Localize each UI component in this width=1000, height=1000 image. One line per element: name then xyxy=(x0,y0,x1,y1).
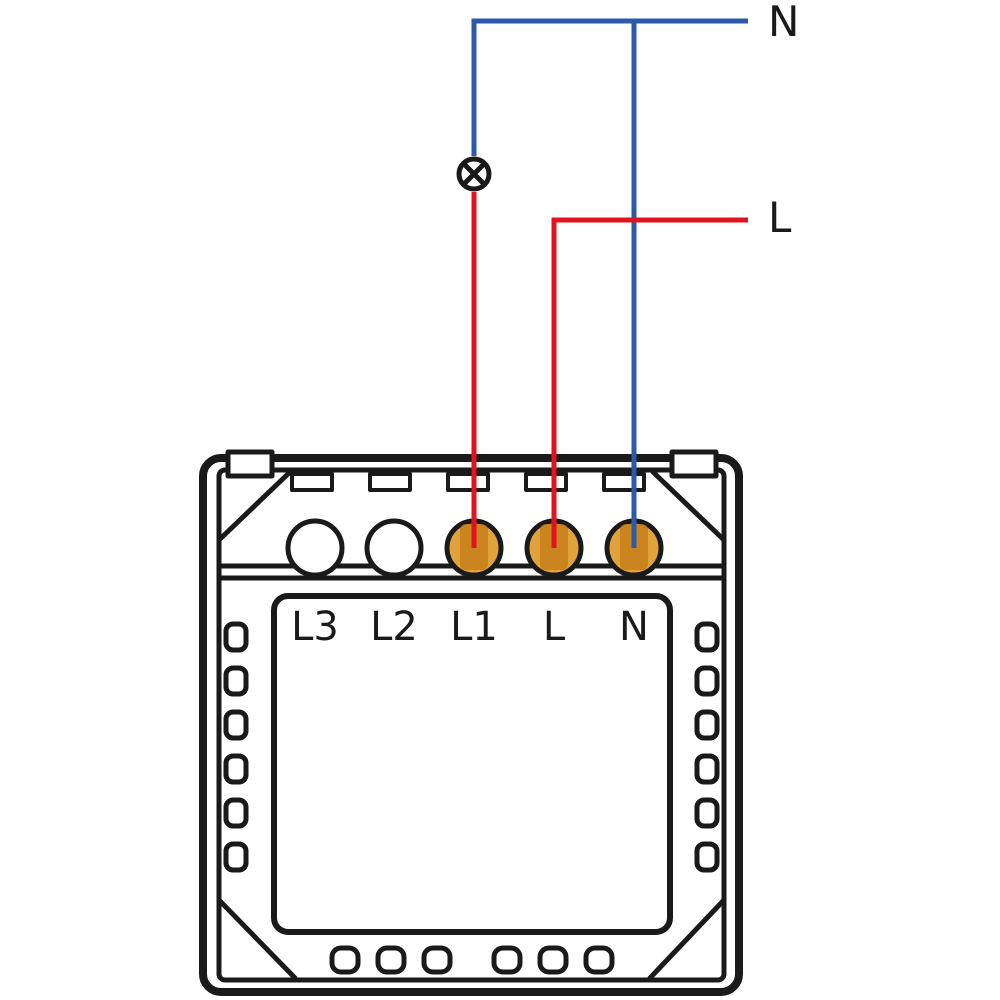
label-window xyxy=(271,593,673,935)
top-slot xyxy=(446,472,490,492)
terminal-label-n: N xyxy=(619,604,649,650)
live-wire-supply xyxy=(551,217,748,548)
terminal-l3 xyxy=(285,518,345,578)
side-bumps-left xyxy=(223,621,249,873)
terminal-label-l2: L2 xyxy=(370,604,418,650)
top-slot xyxy=(368,472,412,492)
corner-line xyxy=(216,897,298,981)
corner-line xyxy=(647,897,727,981)
corner-tab xyxy=(669,449,719,479)
supply-label-neutral: N xyxy=(768,0,799,46)
bottom-bumps xyxy=(329,945,615,975)
supply-label-live: L xyxy=(768,193,792,242)
top-slot xyxy=(602,472,646,492)
outer-frame xyxy=(199,454,743,996)
terminal-l2 xyxy=(364,518,424,578)
terminal-label-l: L xyxy=(543,604,566,650)
terminal-label-l1: L1 xyxy=(450,604,498,650)
neutral-wire-to-lamp xyxy=(471,18,634,156)
top-slot xyxy=(290,472,334,492)
corner-line xyxy=(650,469,727,543)
corner-tab xyxy=(225,449,275,479)
lamp-symbol-icon xyxy=(456,156,492,192)
corner-line xyxy=(216,469,293,543)
top-slot xyxy=(524,472,568,492)
side-bumps-right xyxy=(694,621,720,873)
terminal-label-l3: L3 xyxy=(291,604,339,650)
